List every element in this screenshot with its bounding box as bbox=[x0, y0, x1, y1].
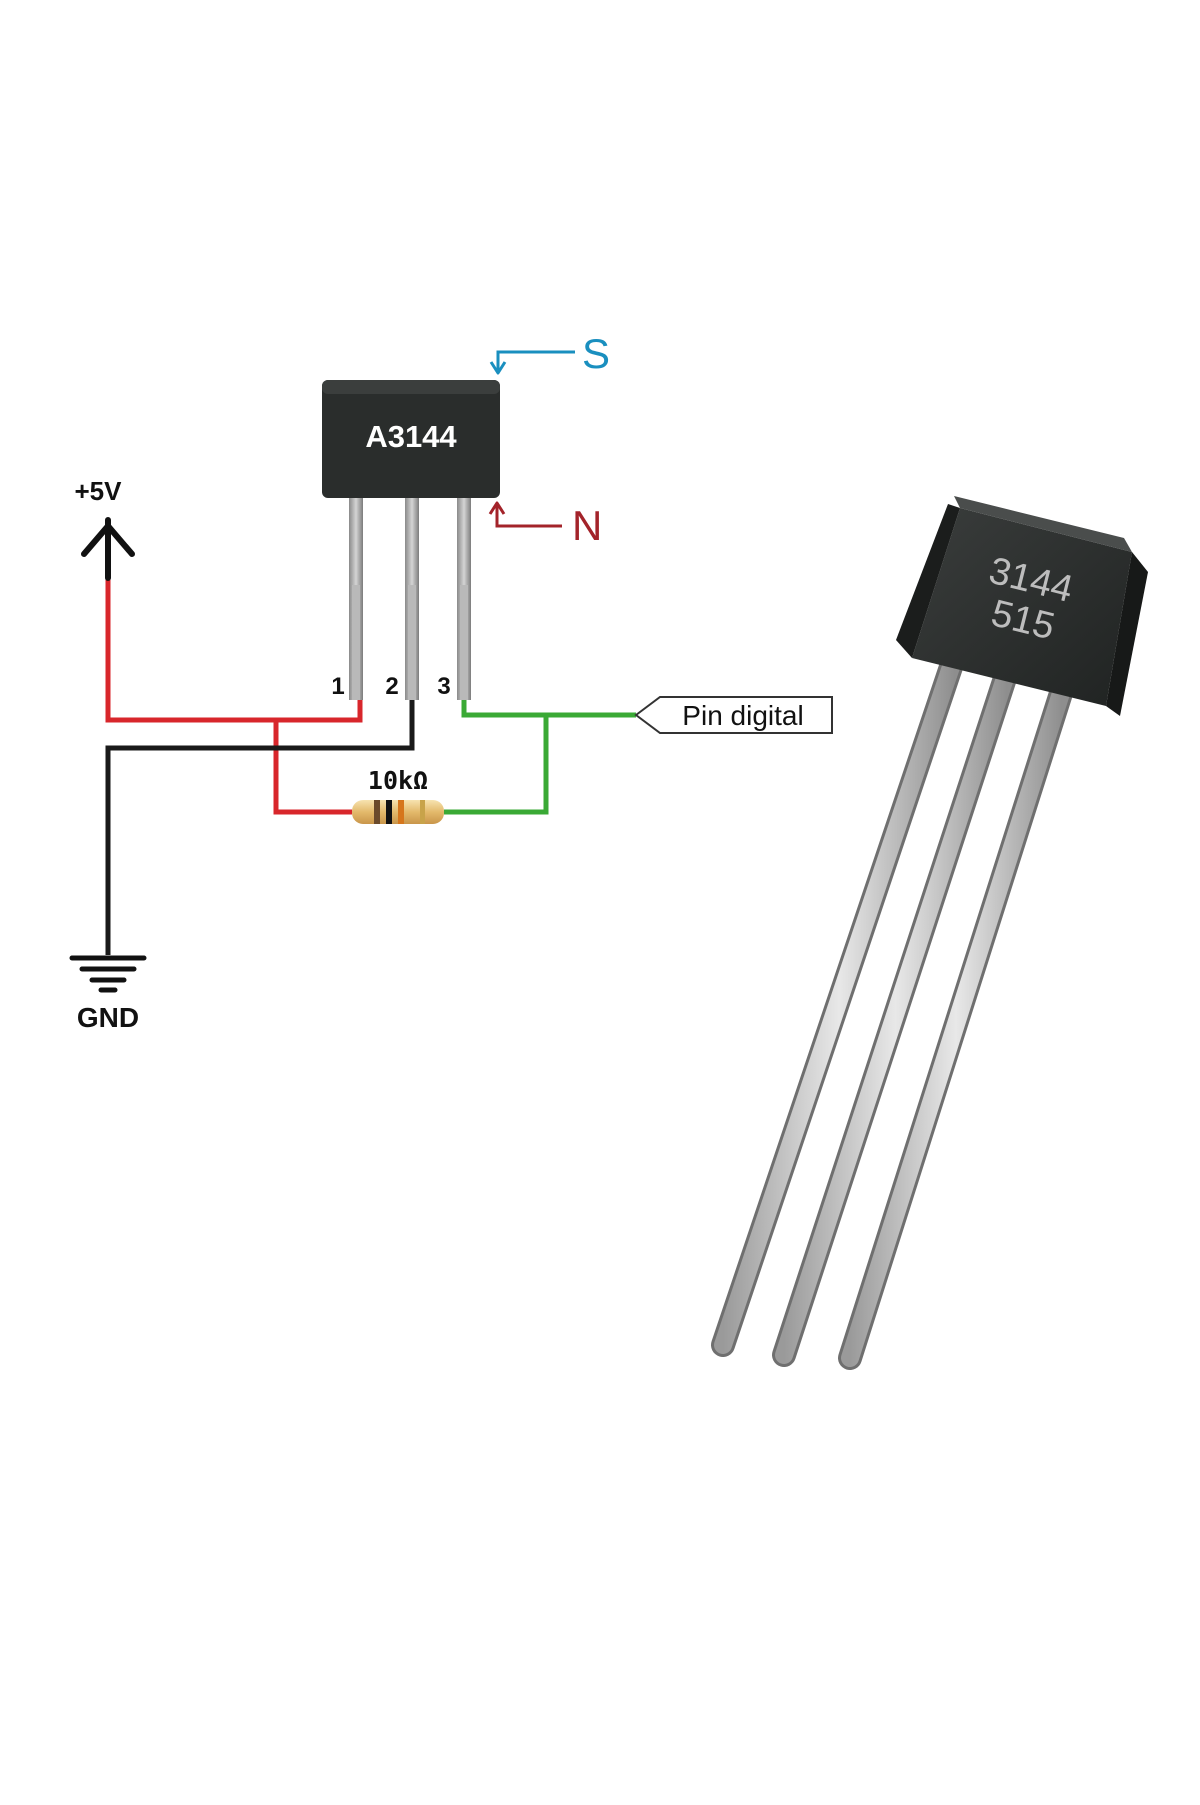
output-label: Pin digital bbox=[682, 700, 803, 731]
sensor-photo: 3144 515 bbox=[711, 496, 1148, 1370]
sensor-photo-leads bbox=[711, 643, 1074, 1370]
schematic: +5V GND A3144 1 2 3 bbox=[69, 330, 833, 1033]
n-pole-arrow-icon bbox=[488, 501, 562, 528]
chip-label: A3144 bbox=[365, 419, 457, 454]
output-tag: Pin digital bbox=[634, 696, 833, 734]
pin-3-label: 3 bbox=[437, 673, 450, 700]
s-pole-label: S bbox=[582, 330, 610, 377]
pin-1-label: 1 bbox=[331, 673, 344, 700]
sensor-photo-body bbox=[896, 496, 1148, 716]
sensor-chip: A3144 bbox=[322, 380, 500, 498]
resistor bbox=[352, 800, 444, 824]
gnd-wire bbox=[105, 692, 415, 955]
resistor-label: 10kΩ bbox=[368, 766, 428, 795]
signal-wire bbox=[444, 692, 636, 815]
supply-label: +5V bbox=[75, 476, 123, 506]
n-pole-label: N bbox=[572, 502, 602, 549]
s-pole-arrow-icon bbox=[489, 350, 575, 375]
supply-arrow-icon bbox=[81, 517, 135, 581]
pin-2-label: 2 bbox=[385, 673, 398, 700]
ground-label: GND bbox=[77, 1002, 139, 1033]
ground-icon bbox=[69, 955, 147, 993]
sensor-legs bbox=[349, 495, 471, 700]
vcc-wire bbox=[105, 575, 363, 815]
